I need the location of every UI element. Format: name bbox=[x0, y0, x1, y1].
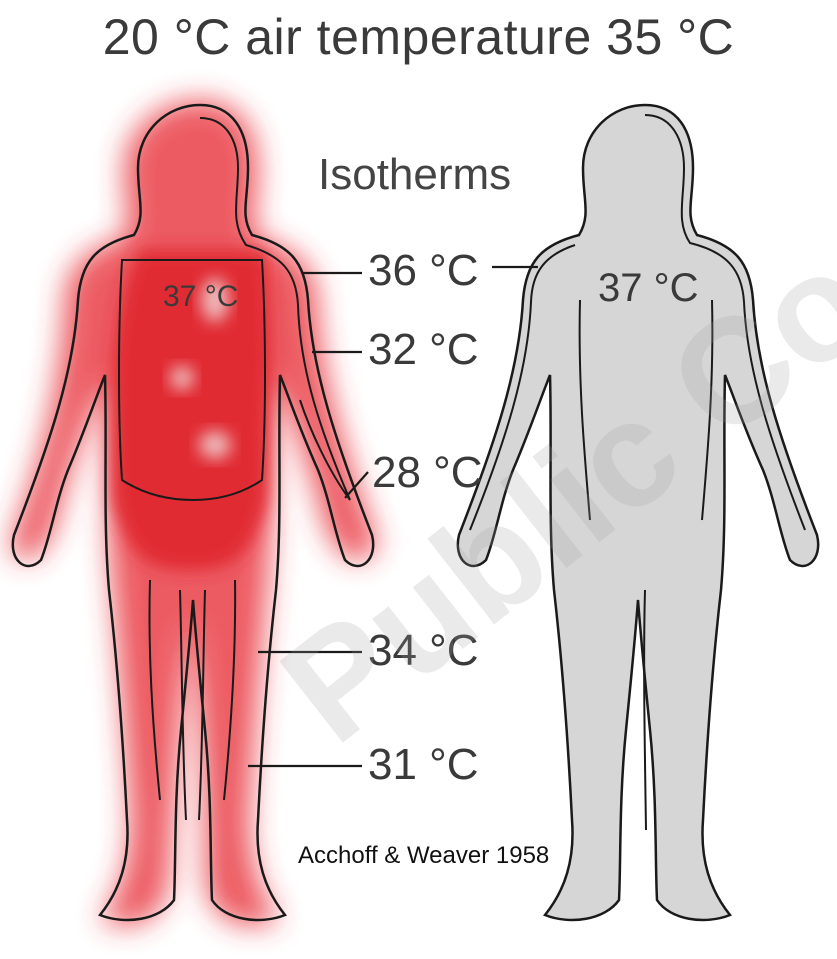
isotherms-label: Isotherms bbox=[318, 150, 511, 200]
left-core-temp: 37 °C bbox=[163, 280, 238, 314]
isotherm-36: 36 °C bbox=[368, 246, 479, 296]
source-credit: Acchoff & Weaver 1958 bbox=[298, 842, 549, 870]
left-body-cold bbox=[10, 100, 378, 926]
isotherm-32: 32 °C bbox=[368, 325, 479, 375]
